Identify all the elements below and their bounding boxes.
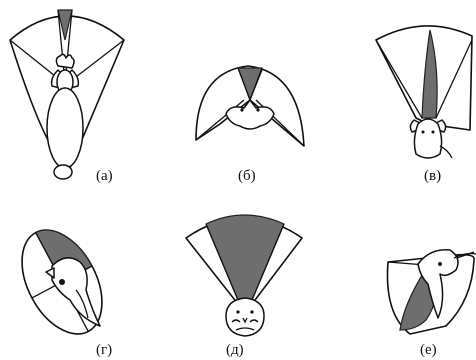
panel-label-f: (е)	[420, 342, 437, 358]
binocular-zone-shade	[422, 30, 437, 118]
panel-a: (а)	[10, 10, 124, 184]
panel-label-d: (г)	[96, 342, 112, 358]
panel-label-c: (в)	[424, 168, 441, 184]
panel-c: (в)	[376, 26, 472, 184]
panel-label-b: (б)	[238, 168, 256, 184]
panel-label-e: (д)	[226, 342, 244, 358]
panel-d: (г)	[6, 217, 119, 358]
binocular-zone-shade	[206, 215, 284, 300]
panel-label-a: (а)	[96, 168, 113, 184]
owl-visual-field	[186, 215, 302, 304]
mouse-silhouette	[226, 100, 274, 129]
panel-e: (д)	[186, 215, 302, 358]
binocular-zone-shade	[238, 68, 262, 100]
owl-silhouette	[226, 298, 264, 336]
pigeon-silhouette	[46, 258, 100, 326]
rat-visual-field	[376, 26, 472, 130]
panel-f: (е)	[387, 250, 476, 358]
panel-b: (б)	[196, 66, 304, 184]
rat-silhouette	[410, 119, 452, 158]
